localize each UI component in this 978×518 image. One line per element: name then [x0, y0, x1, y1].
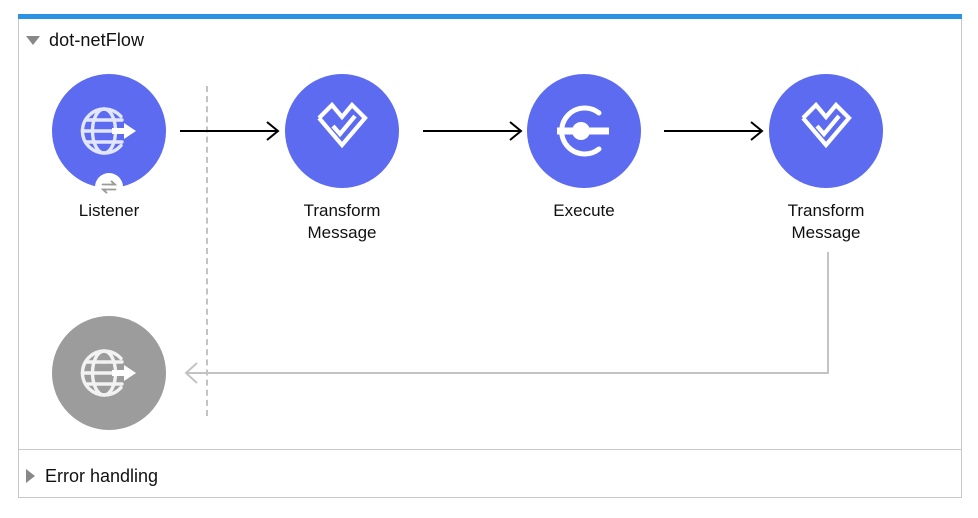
triangle-down-icon[interactable] [26, 35, 40, 45]
node-transform-message-1[interactable]: Transform Message [285, 74, 422, 244]
dataweave-icon [801, 102, 852, 149]
node-transform-message-2-label-line1: Transform [787, 201, 865, 220]
source-process-divider [206, 86, 208, 416]
node-transform-message-1-label-line2: Message [307, 223, 377, 242]
node-transform-message-2-circle[interactable] [769, 74, 883, 188]
connector-transform1-to-execute [423, 121, 523, 141]
flow-header[interactable]: dot-netFlow [26, 27, 144, 53]
connector-listener-to-transform1 [180, 121, 280, 141]
connector-execute-to-transform2 [664, 121, 764, 141]
node-listener-label-line1: Listener [78, 201, 140, 220]
node-transform-message-1-label-line1: Transform [303, 201, 381, 220]
node-execute[interactable]: Execute [527, 74, 664, 222]
panel-divider [19, 449, 961, 450]
node-listener[interactable]: Listener [52, 74, 189, 222]
exchange-arrows-icon [100, 180, 118, 194]
node-transform-message-2-label-line2: Message [791, 223, 861, 242]
error-handling-title: Error handling [45, 465, 159, 486]
flow-title: dot-netFlow [49, 29, 145, 50]
node-listener-label: Listener [29, 200, 189, 222]
node-transform-message-2[interactable]: Transform Message [769, 74, 906, 244]
error-handling-header[interactable]: Error handling [26, 463, 158, 489]
node-execute-label: Execute [504, 200, 664, 222]
node-listener-response[interactable] [52, 316, 166, 430]
node-execute-circle[interactable] [527, 74, 641, 188]
execute-c-icon [557, 105, 609, 157]
node-transform-message-2-label: Transform Message [746, 200, 906, 244]
connector-transform2-to-response [184, 252, 829, 384]
globe-arrow-icon [80, 349, 136, 397]
dataweave-icon [317, 102, 368, 149]
exchange-arrows-badge [95, 173, 123, 201]
node-execute-label-line1: Execute [553, 201, 615, 220]
node-listener-circle[interactable] [52, 74, 166, 201]
flow-panel-accent-bar [18, 14, 962, 19]
triangle-right-icon[interactable] [26, 469, 35, 483]
node-listener-response-circle[interactable] [52, 316, 166, 430]
node-transform-message-1-circle[interactable] [285, 74, 399, 188]
globe-arrow-icon [80, 107, 136, 155]
node-transform-message-1-label: Transform Message [262, 200, 422, 244]
